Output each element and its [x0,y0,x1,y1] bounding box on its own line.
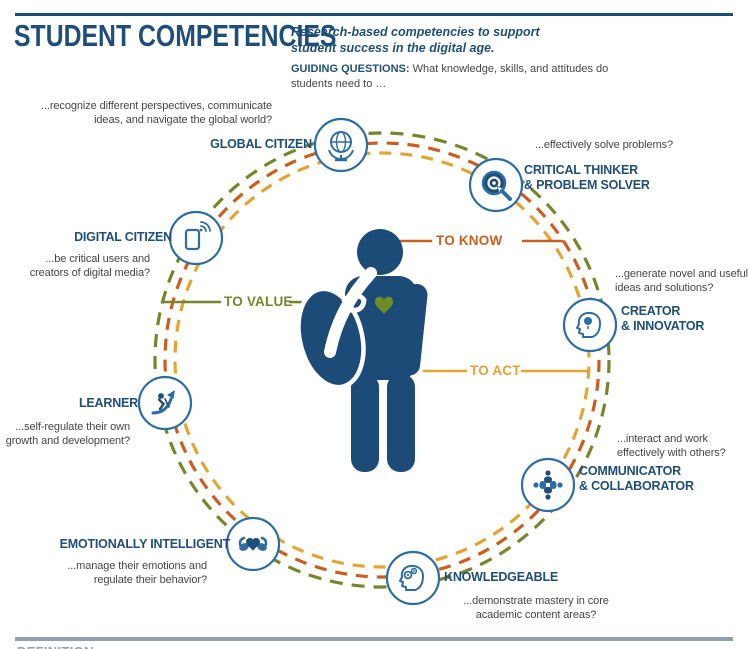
backpack-strap [324,267,377,358]
guiding-questions-text: What knowledge, skills, and attitudes do… [291,63,609,90]
figure-leg-right [387,374,415,472]
question-communicator-collaborator: ...interact and work effectively with ot… [617,433,726,460]
to-know-label: TO KNOW [436,233,503,248]
page-title-text: STUDENT COMPETENCIES [14,18,337,53]
backpack-strap-loop [341,292,367,313]
page-title: STUDENT COMPETENCIES [14,18,417,54]
person-arrow-icon [137,375,193,431]
heart-icon [374,296,394,314]
head-gears-icon [385,550,441,606]
label-knowledgeable: KNOWLEDGEABLE [444,570,559,584]
figure-leg-left [351,374,379,472]
to-value-ring [153,131,611,589]
to-know-ring [163,141,601,579]
figure-arm [398,283,428,376]
globe-icon [313,117,369,173]
question-emotionally-intelligent: ...manage their emotions and regulate th… [67,560,207,587]
people-circle-icon [520,457,576,513]
label-critical-thinker: CRITICAL THINKER & PROBLEM SOLVER [524,163,650,192]
label-learner: LEARNER [78,396,138,410]
definition-label: DEFINITION: [17,644,98,649]
question-knowledgeable: ...demonstrate mastery in core academic … [463,595,609,622]
magnifier-target-icon [468,157,524,213]
question-creator-innovator: ...generate novel and useful ideas and s… [615,268,748,295]
question-digital-citizen: ...be critical users and creators of dig… [29,253,150,280]
hands-heart-icon [225,516,281,572]
label-emotionally-intelligent: EMOTIONALLY INTELLIGENT [59,537,231,551]
bottom-rule [15,637,733,641]
label-digital-citizen: DIGITAL CITIZEN [74,230,172,244]
people-glyphs [533,470,563,500]
to-act-label: TO ACT [470,363,521,378]
label-communicator-collaborator: COMMUNICATOR & COLLABORATOR [579,464,694,493]
guiding-questions: GUIDING QUESTIONS: What knowledge, skill… [291,62,613,92]
label-creator-innovator: CREATOR & INNOVATOR [621,304,705,333]
phone-wifi-icon [168,210,224,266]
guiding-questions-label: GUIDING QUESTIONS: [291,63,410,75]
label-global-citizen: GLOBAL CITIZEN [210,137,312,151]
question-learner: ...self-regulate their own growth and de… [5,421,130,448]
figure-head [357,229,403,275]
question-critical-thinker: ...effectively solve problems? [535,139,674,151]
head-lightbulb-icon [562,297,618,353]
student-figure [296,229,428,472]
to-value-label: TO VALUE [224,294,293,309]
top-rule [15,13,733,16]
subtitle: Research-based competencies to support s… [291,25,540,56]
question-global-citizen: ...recognize different perspectives, com… [40,100,272,127]
